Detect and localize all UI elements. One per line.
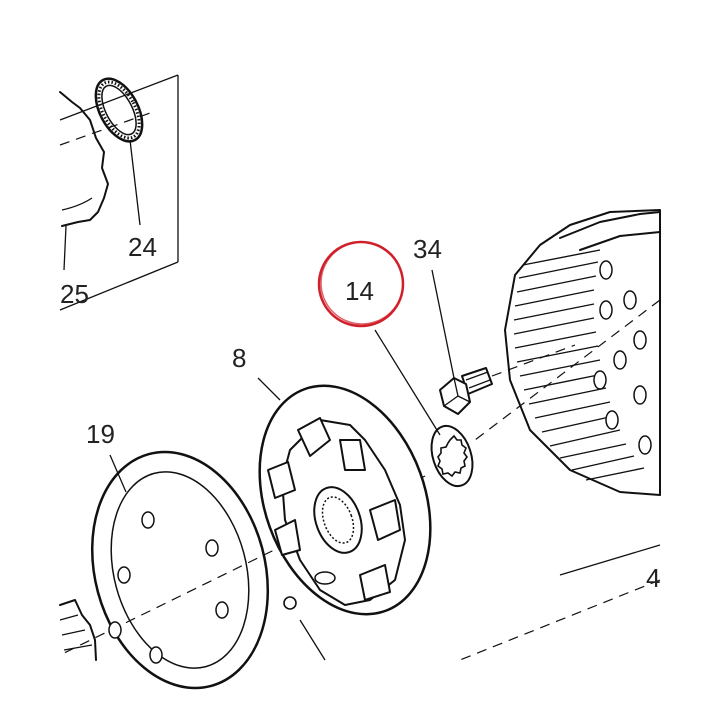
basket-slots	[513, 249, 645, 481]
callout-8: 8	[232, 343, 246, 373]
clutch-basket-4	[504, 209, 661, 576]
leader-lines	[109, 269, 455, 661]
washer-24	[94, 77, 144, 143]
callout-25: 25	[60, 279, 89, 309]
callout-4: 4	[646, 563, 660, 593]
callout-19: 19	[86, 419, 115, 449]
o-ring	[283, 596, 297, 610]
callout-24: 24	[128, 232, 157, 262]
clutch-hub-8	[258, 384, 432, 616]
gear-stub	[59, 599, 97, 661]
callout-34: 34	[413, 234, 442, 264]
highlight-circle	[317, 240, 405, 328]
lock-washer-14	[430, 424, 474, 488]
friction-plate-19	[90, 450, 270, 690]
assembly-axis	[59, 299, 661, 661]
basket-rivets	[593, 260, 652, 455]
gear-segment-25	[59, 91, 109, 227]
callout-14: 14	[345, 276, 374, 306]
bolt-34	[439, 344, 576, 415]
inset-panel	[59, 74, 179, 311]
